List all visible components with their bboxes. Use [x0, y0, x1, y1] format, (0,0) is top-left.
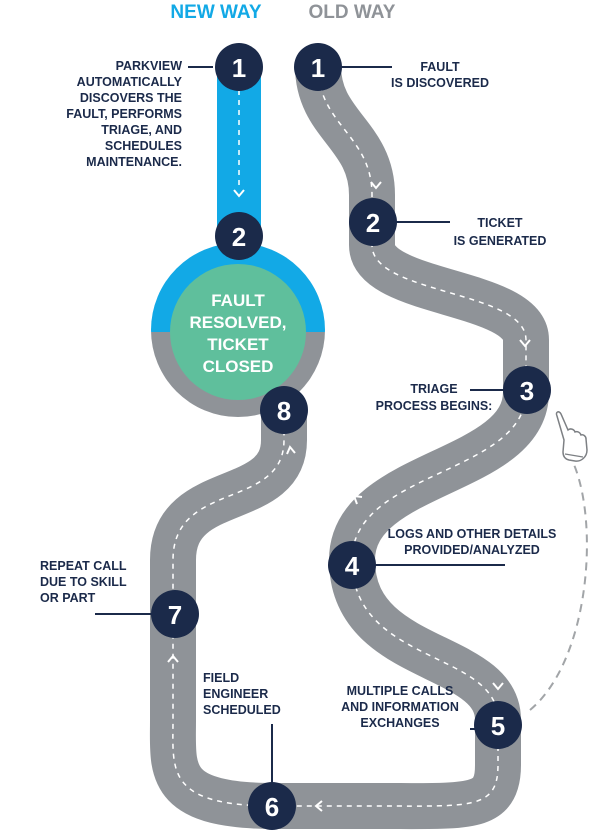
result-line: FAULT	[211, 291, 265, 310]
label-line: PARKVIEW	[116, 59, 183, 73]
old-step-5-label: MULTIPLE CALLS AND INFORMATION EXCHANGES	[341, 684, 459, 730]
result-line: CLOSED	[203, 357, 274, 376]
old-step-6-label: FIELD ENGINEER SCHEDULED	[203, 671, 281, 717]
svg-text:6: 6	[265, 792, 279, 822]
new-way-heading: NEW WAY	[170, 2, 261, 23]
old-step-4-marker: 4	[328, 541, 376, 589]
label-line: TRIAGE, AND	[101, 123, 182, 137]
new-step-1-marker: 1	[215, 43, 263, 91]
label-line: SCHEDULES	[105, 139, 182, 153]
lane-arrow-icon	[233, 189, 245, 198]
svg-text:ENGINEER: ENGINEER	[203, 687, 268, 701]
svg-text:IS GENERATED: IS GENERATED	[454, 234, 547, 248]
svg-text:2: 2	[232, 222, 246, 252]
old-step-3-marker: 3	[503, 366, 551, 414]
old-step-3-label: TRIAGE PROCESS BEGINS:	[376, 382, 493, 413]
svg-text:1: 1	[232, 53, 246, 83]
result-line: TICKET	[207, 335, 269, 354]
result-inner-circle	[170, 264, 306, 400]
svg-text:8: 8	[277, 396, 291, 426]
road-arrow-icon	[519, 339, 531, 348]
svg-text:1: 1	[311, 53, 325, 83]
svg-text:MULTIPLE CALLS: MULTIPLE CALLS	[347, 684, 454, 698]
label-line: AUTOMATICALLY	[77, 75, 183, 89]
svg-text:AND INFORMATION: AND INFORMATION	[341, 700, 459, 714]
label-line: FAULT, PERFORMS	[66, 107, 182, 121]
new-step-2-marker: 2	[215, 212, 263, 260]
svg-text:TRIAGE: TRIAGE	[410, 382, 457, 396]
result-text: FAULT RESOLVED, TICKET CLOSED	[190, 291, 287, 376]
old-way-road-dashes	[172, 65, 527, 807]
old-step-8-marker: 8	[260, 386, 308, 434]
svg-text:4: 4	[345, 551, 360, 581]
svg-text:7: 7	[168, 600, 182, 630]
old-step-1-marker: 1	[294, 43, 342, 91]
svg-text:TICKET: TICKET	[477, 216, 523, 230]
road-arrow-icon	[492, 682, 504, 691]
old-step-7-marker: 7	[151, 590, 199, 638]
result-line: RESOLVED,	[190, 313, 287, 332]
old-way-heading: OLD WAY	[309, 2, 396, 23]
old-step-2-label: TICKET IS GENERATED	[454, 216, 547, 248]
svg-text:FIELD: FIELD	[203, 671, 239, 685]
pointer-arc	[529, 459, 588, 711]
svg-text:EXCHANGES: EXCHANGES	[360, 716, 439, 730]
road-arrow-icon	[352, 494, 363, 505]
connector-lines	[95, 66, 505, 784]
old-step-6-marker: 6	[248, 782, 296, 830]
svg-text:SCHEDULED: SCHEDULED	[203, 703, 281, 717]
svg-text:2: 2	[366, 208, 380, 238]
road-arrow-icon	[314, 800, 323, 812]
old-step-7-label: REPEAT CALL DUE TO SKILL OR PART	[40, 559, 127, 605]
svg-text:PROVIDED/ANALYZED: PROVIDED/ANALYZED	[404, 543, 540, 557]
road-arrow-icon	[370, 181, 382, 190]
svg-text:DUE TO SKILL: DUE TO SKILL	[40, 575, 127, 589]
old-step-1-label: FAULT IS DISCOVERED	[391, 60, 489, 90]
svg-text:REPEAT CALL: REPEAT CALL	[40, 559, 127, 573]
svg-text:PROCESS BEGINS:: PROCESS BEGINS:	[376, 399, 493, 413]
svg-text:IS DISCOVERED: IS DISCOVERED	[391, 76, 489, 90]
svg-text:LOGS AND OTHER DETAILS: LOGS AND OTHER DETAILS	[388, 527, 557, 541]
new-way-label: PARKVIEW AUTOMATICALLY DISCOVERS THE FAU…	[66, 59, 182, 169]
label-line: MAINTENANCE.	[86, 155, 182, 169]
road-arrow-icon	[167, 654, 179, 663]
old-step-5-marker: 5	[474, 701, 522, 749]
svg-text:5: 5	[491, 711, 505, 741]
road-arrow-icon	[286, 445, 296, 455]
svg-text:FAULT: FAULT	[420, 60, 460, 74]
pointing-hand-icon	[555, 411, 588, 462]
svg-text:OR PART: OR PART	[40, 591, 96, 605]
svg-text:3: 3	[520, 376, 534, 406]
label-line: DISCOVERS THE	[80, 91, 182, 105]
old-step-2-marker: 2	[349, 198, 397, 246]
old-step-4-label: LOGS AND OTHER DETAILS PROVIDED/ANALYZED	[388, 527, 557, 557]
